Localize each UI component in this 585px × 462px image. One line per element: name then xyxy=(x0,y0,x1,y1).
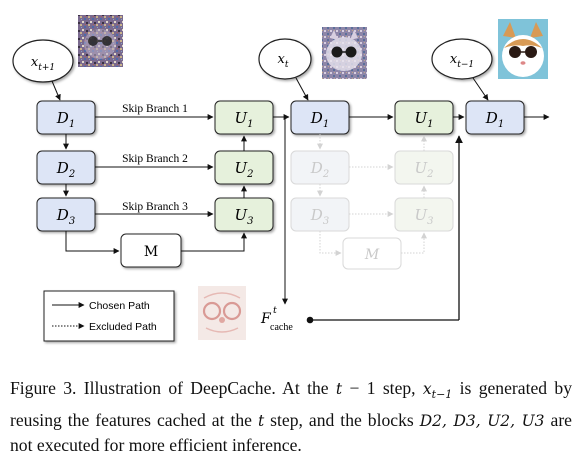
cache-path xyxy=(306,135,463,324)
block-u1-step1: U1 xyxy=(214,100,274,135)
svg-text:xt−1: xt−1 xyxy=(450,52,474,70)
skip-branch-3: Skip Branch 3 xyxy=(95,201,214,217)
legend: Chosen Path Excluded Path xyxy=(43,290,175,342)
svg-text:F: F xyxy=(260,311,272,327)
svg-text:U1: U1 xyxy=(234,109,253,130)
block-d1-step2: D1 xyxy=(290,100,350,135)
svg-text:Skip Branch 3: Skip Branch 3 xyxy=(122,201,188,213)
svg-text:U2: U2 xyxy=(234,159,253,180)
noisy-cat-image-t-plus-1 xyxy=(78,15,123,67)
excluded-blocks: D2 D3 U2 U3 M xyxy=(290,134,454,270)
svg-text:M: M xyxy=(144,244,158,260)
svg-text:Skip Branch 2: Skip Branch 2 xyxy=(122,153,188,165)
cached-feature-map-image xyxy=(198,286,246,340)
svg-text:D2: D2 xyxy=(310,159,329,180)
block-d1-step1: D1 xyxy=(36,100,96,135)
svg-text:D3: D3 xyxy=(310,206,329,227)
input-x-t-minus-1: xt−1 xyxy=(431,38,493,80)
block-u2-step1: U2 xyxy=(214,150,274,185)
svg-text:D1: D1 xyxy=(56,109,75,130)
svg-text:t: t xyxy=(273,305,277,316)
block-d3-step1: D3 xyxy=(36,197,96,232)
svg-text:D3: D3 xyxy=(56,206,75,227)
block-u1-step2: U1 xyxy=(394,100,454,135)
svg-text:xt+1: xt+1 xyxy=(31,55,55,73)
partly-denoised-cat-image-t xyxy=(322,27,367,79)
svg-text:U2: U2 xyxy=(414,159,433,180)
skip-branch-1: Skip Branch 1 xyxy=(95,103,214,120)
svg-text:D1: D1 xyxy=(310,109,329,130)
legend-chosen-label: Chosen Path xyxy=(89,300,150,312)
block-u3-step1: U3 xyxy=(214,197,274,232)
clean-cat-image-t-minus-1 xyxy=(498,19,548,79)
legend-excluded-label: Excluded Path xyxy=(89,321,157,333)
block-d1-step3: D1 xyxy=(465,100,525,135)
input-x-t-plus-1: xt+1 xyxy=(12,39,74,83)
skip-branch-2: Skip Branch 2 xyxy=(95,153,214,170)
svg-text:D1: D1 xyxy=(485,109,504,130)
cache-feature-label: F t cache xyxy=(260,305,293,333)
svg-text:Skip Branch 1: Skip Branch 1 xyxy=(122,103,188,115)
input-x-t: xt xyxy=(258,38,312,80)
svg-text:xt: xt xyxy=(278,52,289,70)
svg-text:U1: U1 xyxy=(414,109,433,130)
block-d2-step1: D2 xyxy=(36,150,96,185)
svg-text:U3: U3 xyxy=(234,206,253,227)
deepcache-diagram: xt+1 xt xt−1 D1 D2 D3 M U1 U2 U3 xyxy=(12,15,550,342)
svg-text:D2: D2 xyxy=(56,159,75,180)
block-m-step1: M xyxy=(120,233,182,268)
svg-text:cache: cache xyxy=(270,322,293,333)
figure-caption: Figure 3. Illustration of DeepCache. At … xyxy=(10,378,572,456)
svg-text:U3: U3 xyxy=(414,206,433,227)
svg-text:M: M xyxy=(364,247,380,263)
